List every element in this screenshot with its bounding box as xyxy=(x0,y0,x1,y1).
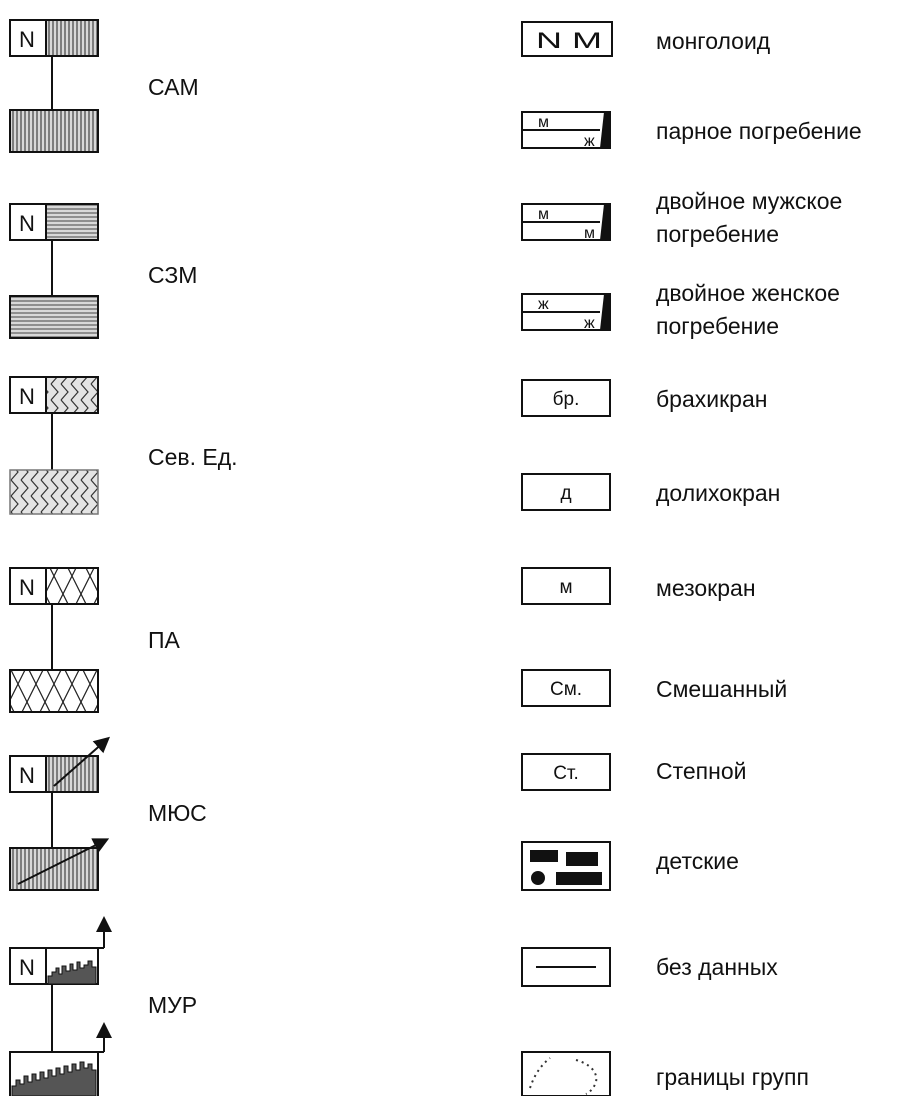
legend-label-double-female-line1: двойное женское xyxy=(656,280,840,306)
symbol-dolichocran: д xyxy=(521,473,611,511)
pattern-swatch-large xyxy=(9,1051,99,1096)
pattern-swatch-small xyxy=(45,567,99,605)
group-szm: N xyxy=(9,203,99,339)
legend-label-mongoloid: монголоид xyxy=(656,28,771,54)
symbol-double-female: ж ж xyxy=(521,293,611,332)
group-sam: N xyxy=(9,19,99,153)
group-label-sev-ed: Сев. Ед. xyxy=(148,444,238,470)
symbol-text: д xyxy=(560,483,571,504)
n-box xyxy=(9,19,47,57)
legend-label-double-female-line2: погребение xyxy=(656,313,780,339)
pattern-swatch-large xyxy=(9,109,99,153)
n-box xyxy=(9,947,47,985)
symbol-bottom-text: ж xyxy=(584,133,595,150)
group-pa: N xyxy=(9,567,99,713)
legend-label-mesocran: мезокран xyxy=(656,575,756,601)
symbol-no-data xyxy=(521,947,611,987)
legend-label-paired-burial: парное погребение xyxy=(656,118,862,144)
arrow-diagonal-icon xyxy=(53,736,111,787)
legend-label-mixed: Смешанный xyxy=(656,676,788,702)
symbol-brachycran: бр. xyxy=(521,379,611,417)
arrow-diagonal-icon xyxy=(17,838,110,885)
symbol-mixed: См. xyxy=(521,669,611,707)
symbol-bottom-text: ж xyxy=(584,315,595,332)
symbol-group-boundaries xyxy=(521,1051,611,1096)
legend-label-double-male-line2: погребение xyxy=(656,221,780,247)
group-sev-ed: N xyxy=(9,376,99,515)
pattern-swatch-large xyxy=(9,669,99,713)
pattern-swatch-large xyxy=(9,469,99,515)
n-marker: N xyxy=(19,955,35,980)
pattern-swatch-small xyxy=(45,376,99,414)
pattern-swatch-large xyxy=(9,295,99,339)
symbol-top-text: м xyxy=(538,114,549,131)
pattern-swatch-large xyxy=(9,847,99,891)
group-label-sam: САМ xyxy=(148,74,199,100)
symbol-mongoloid: N M xyxy=(521,21,613,57)
n-marker: N xyxy=(19,27,35,52)
n-marker: N xyxy=(19,211,35,236)
n-marker: N xyxy=(19,384,35,409)
n-box xyxy=(9,376,47,414)
histogram-pattern xyxy=(47,960,97,985)
symbol-text: м xyxy=(559,577,572,598)
symbol-top-text: м xyxy=(538,206,549,223)
group-myus: N xyxy=(9,736,111,891)
n-marker: N xyxy=(19,575,35,600)
legend-label-group-boundaries: границы групп xyxy=(656,1064,809,1090)
group-label-myus: МЮС xyxy=(148,800,207,826)
symbol-steppe: Ст. xyxy=(521,753,611,791)
legend-label-double-male-line1: двойное мужское xyxy=(656,188,843,214)
symbol-text: N M xyxy=(536,28,602,53)
n-marker: N xyxy=(19,763,35,788)
n-box xyxy=(9,567,47,605)
symbol-bottom-text: м xyxy=(584,225,595,242)
symbol-text: Ст. xyxy=(553,763,579,784)
symbol-paired-burial: м ж xyxy=(521,111,611,150)
symbol-text: См. xyxy=(550,679,582,700)
legend-label-children: детские xyxy=(656,848,739,874)
legend-label-brachycran: брахикран xyxy=(656,386,768,412)
pattern-swatch-small xyxy=(45,203,99,241)
symbol-mesocran: м xyxy=(521,567,611,605)
symbol-top-text: ж xyxy=(538,296,549,313)
group-label-pa: ПА xyxy=(148,627,180,653)
symbol-children xyxy=(521,841,611,891)
group-mur: N xyxy=(9,916,112,1096)
legend-label-no-data: без данных xyxy=(656,954,778,980)
group-label-mur: МУР xyxy=(148,992,198,1018)
group-label-szm: СЗМ xyxy=(148,262,198,288)
pattern-swatch-small xyxy=(45,19,99,57)
symbol-double-male: м м xyxy=(521,203,611,242)
legend-label-steppe: Степной xyxy=(656,758,747,784)
legend-label-dolichocran: долихокран xyxy=(656,480,781,506)
histogram-pattern xyxy=(11,1061,97,1096)
symbol-text: бр. xyxy=(553,389,580,410)
pattern-swatch-small xyxy=(45,755,99,793)
